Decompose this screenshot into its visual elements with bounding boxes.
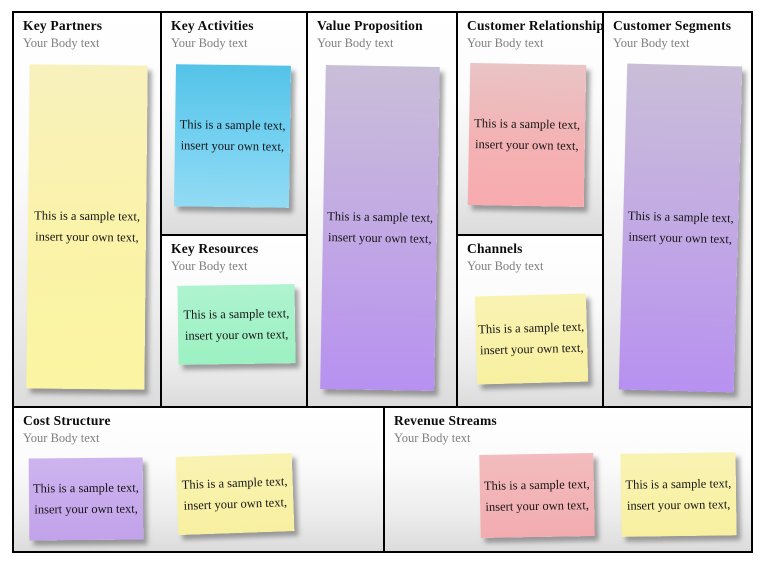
section-subtitle: Your Body text xyxy=(613,36,690,50)
section-header: Customer Segments Your Body text xyxy=(613,18,747,51)
section-subtitle: Your Body text xyxy=(171,36,248,50)
section-key-activities: Key Activities Your Body text This is a … xyxy=(162,13,306,234)
sticky-note-text: This is a sample text, insert your own t… xyxy=(34,208,141,245)
sticky-note[interactable]: This is a sample text, insert your own t… xyxy=(618,63,743,393)
section-title: Revenue Streams xyxy=(394,413,497,428)
sticky-note-text: This is a sample text, insert your own t… xyxy=(179,117,286,154)
section-subtitle: Your Body text xyxy=(394,431,471,445)
section-value-proposition: Value Proposition Your Body text This is… xyxy=(308,13,456,406)
sticky-note-text: This is a sample text, insert your own t… xyxy=(478,319,585,358)
section-title: Key Partners xyxy=(23,18,103,33)
sticky-note[interactable]: This is a sample text, insert your own t… xyxy=(28,457,144,541)
section-subtitle: Your Body text xyxy=(467,259,544,273)
section-header: Key Activities Your Body text xyxy=(171,18,302,51)
section-title: Customer Relationship xyxy=(467,18,602,33)
section-subtitle: Your Body text xyxy=(467,36,544,50)
section-title: Key Activities xyxy=(171,18,254,33)
section-subtitle: Your Body text xyxy=(23,431,100,445)
section-customer-relationship: Customer Relationship Your Body text Thi… xyxy=(458,13,602,234)
section-customer-segments: Customer Segments Your Body text This is… xyxy=(604,13,751,406)
section-key-resources: Key Resources Your Body text This is a s… xyxy=(162,236,306,406)
sticky-note-text: This is a sample text, insert your own t… xyxy=(483,476,590,514)
section-title: Customer Segments xyxy=(613,18,732,33)
section-header: Cost Structure Your Body text xyxy=(23,413,379,446)
sticky-note[interactable]: This is a sample text, insert your own t… xyxy=(479,453,595,538)
section-channels: Channels Your Body text This is a sample… xyxy=(458,236,602,406)
sticky-note[interactable]: This is a sample text, insert your own t… xyxy=(177,284,296,365)
sticky-note[interactable]: This is a sample text, insert your own t… xyxy=(467,62,587,208)
section-header: Key Partners Your Body text xyxy=(23,18,156,51)
section-header: Key Resources Your Body text xyxy=(171,241,302,274)
section-header: Value Proposition Your Body text xyxy=(317,18,452,51)
section-title: Value Proposition xyxy=(317,18,423,33)
sticky-note-text: This is a sample text, insert your own t… xyxy=(183,306,290,343)
section-subtitle: Your Body text xyxy=(317,36,394,50)
sticky-note-text: This is a sample text, insert your own t… xyxy=(327,209,434,246)
sticky-note-text: This is a sample text, insert your own t… xyxy=(627,208,734,247)
section-title: Channels xyxy=(467,241,523,256)
sticky-note-text: This is a sample text, insert your own t… xyxy=(625,476,732,513)
section-subtitle: Your Body text xyxy=(171,259,248,273)
sticky-note[interactable]: This is a sample text, insert your own t… xyxy=(175,452,295,536)
section-title: Cost Structure xyxy=(23,413,111,428)
sticky-note[interactable]: This is a sample text, insert your own t… xyxy=(320,65,440,391)
sticky-note[interactable]: This is a sample text, insert your own t… xyxy=(474,293,589,385)
section-header: Channels Your Body text xyxy=(467,241,598,274)
sticky-note-text: This is a sample text, insert your own t… xyxy=(474,116,581,153)
section-revenue-streams: Revenue Streams Your Body text This is a… xyxy=(385,408,751,551)
sticky-note[interactable]: This is a sample text, insert your own t… xyxy=(620,452,737,537)
section-subtitle: Your Body text xyxy=(23,36,100,50)
section-header: Customer Relationship Your Body text xyxy=(467,18,602,51)
sticky-note[interactable]: This is a sample text, insert your own t… xyxy=(174,64,291,208)
canvas-grid: Key Partners Your Body text This is a sa… xyxy=(12,11,753,553)
section-cost-structure: Cost Structure Your Body text This is a … xyxy=(14,408,383,551)
sticky-note[interactable]: This is a sample text, insert your own t… xyxy=(26,64,148,390)
sticky-note-text: This is a sample text, insert your own t… xyxy=(32,480,139,517)
section-header: Revenue Streams Your Body text xyxy=(394,413,747,446)
section-title: Key Resources xyxy=(171,241,259,256)
section-key-partners: Key Partners Your Body text This is a sa… xyxy=(14,13,160,406)
sticky-note-text: This is a sample text, insert your own t… xyxy=(181,474,288,513)
